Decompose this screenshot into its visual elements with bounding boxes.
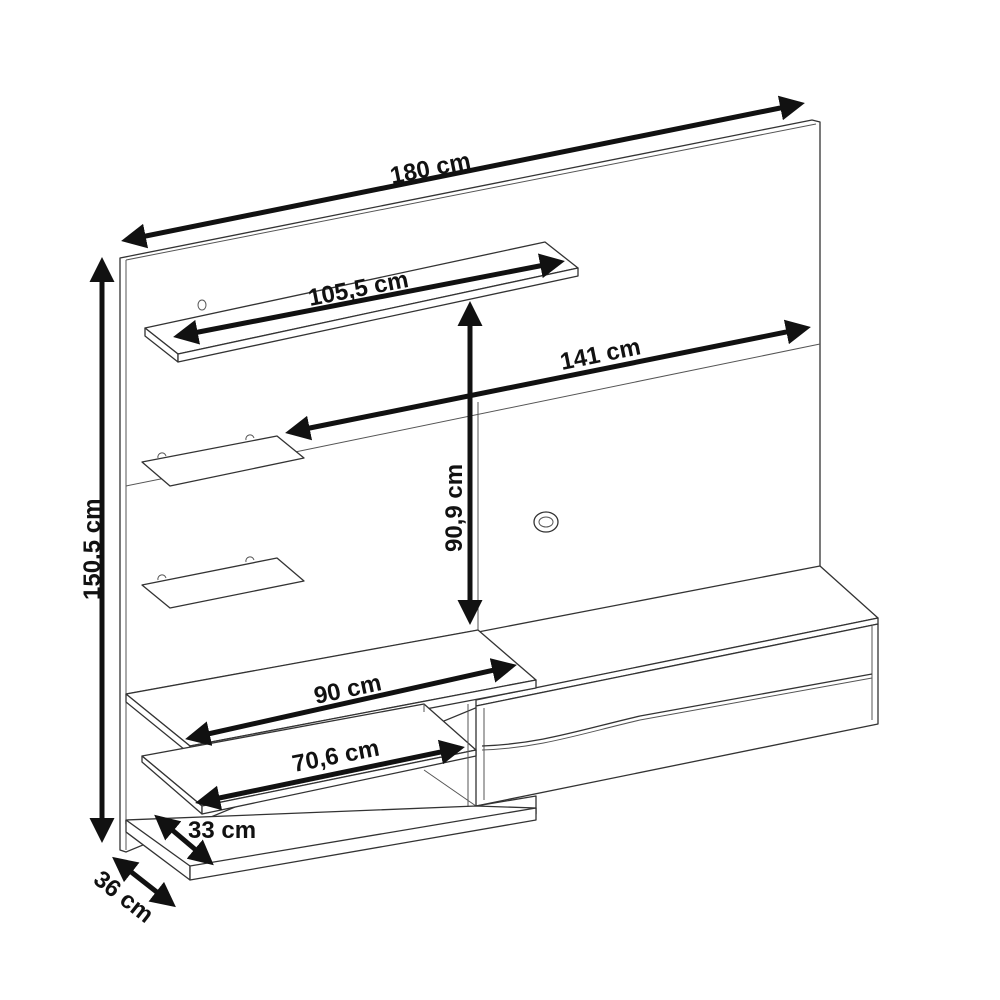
dimension-label: 36 cm (88, 865, 158, 928)
dimension-total-depth: 36 cm (88, 856, 176, 929)
glass-shelf-upper (141, 434, 305, 487)
dimension-label: 180 cm (388, 147, 473, 190)
dimension-shelf-depth: 33 cm (154, 814, 256, 866)
dimension-label: 90,9 cm (441, 464, 468, 552)
cable-passthrough-icon (533, 511, 559, 533)
dimension-label: 150,5 cm (79, 499, 106, 600)
dimension-tv-height: 90,9 cm (441, 301, 483, 625)
dimension-label: 33 cm (188, 817, 256, 844)
rack (475, 565, 879, 819)
glass-shelf-lower (141, 556, 305, 609)
dimension-total-height: 150,5 cm (79, 257, 115, 843)
